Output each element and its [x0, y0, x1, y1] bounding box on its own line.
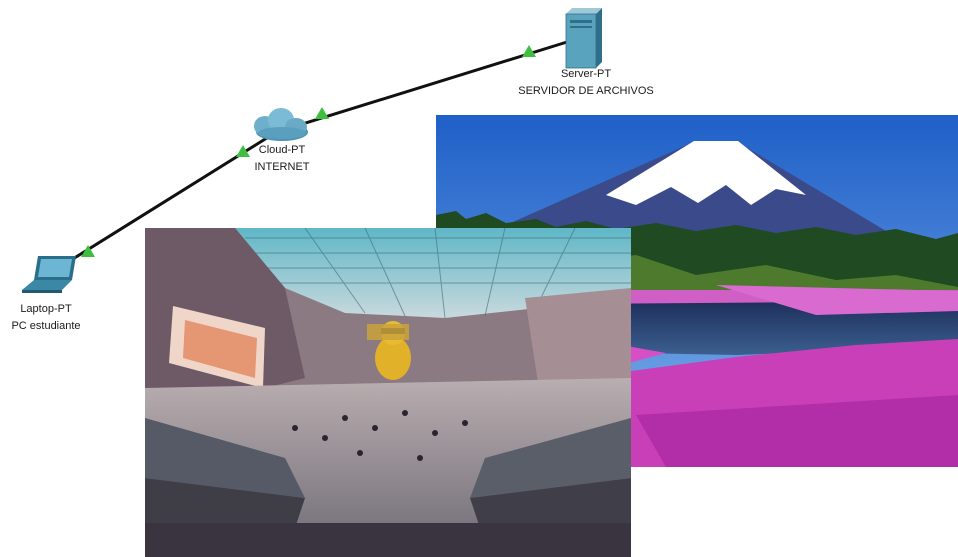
cloud-type-label: Cloud-PT — [258, 144, 306, 156]
link-status-indicator — [236, 145, 250, 157]
server-name-label: SERVIDOR DE ARCHIVOS — [518, 85, 654, 97]
cloud-icon[interactable] — [254, 108, 308, 141]
airport-terminal-interior-photo — [145, 228, 631, 557]
laptop-type-label: Laptop-PT — [20, 303, 72, 315]
cloud-name-label: INTERNET — [254, 161, 310, 173]
link-status-indicator — [81, 245, 95, 257]
laptop-icon[interactable] — [22, 256, 76, 293]
link-server-cloud[interactable] — [282, 40, 568, 132]
link-status-indicator — [522, 45, 536, 57]
server-icon[interactable] — [565, 8, 602, 69]
link-status-indicator — [315, 107, 329, 119]
server-type-label: Server-PT — [560, 68, 612, 80]
laptop-name-label: PC estudiante — [11, 320, 81, 332]
